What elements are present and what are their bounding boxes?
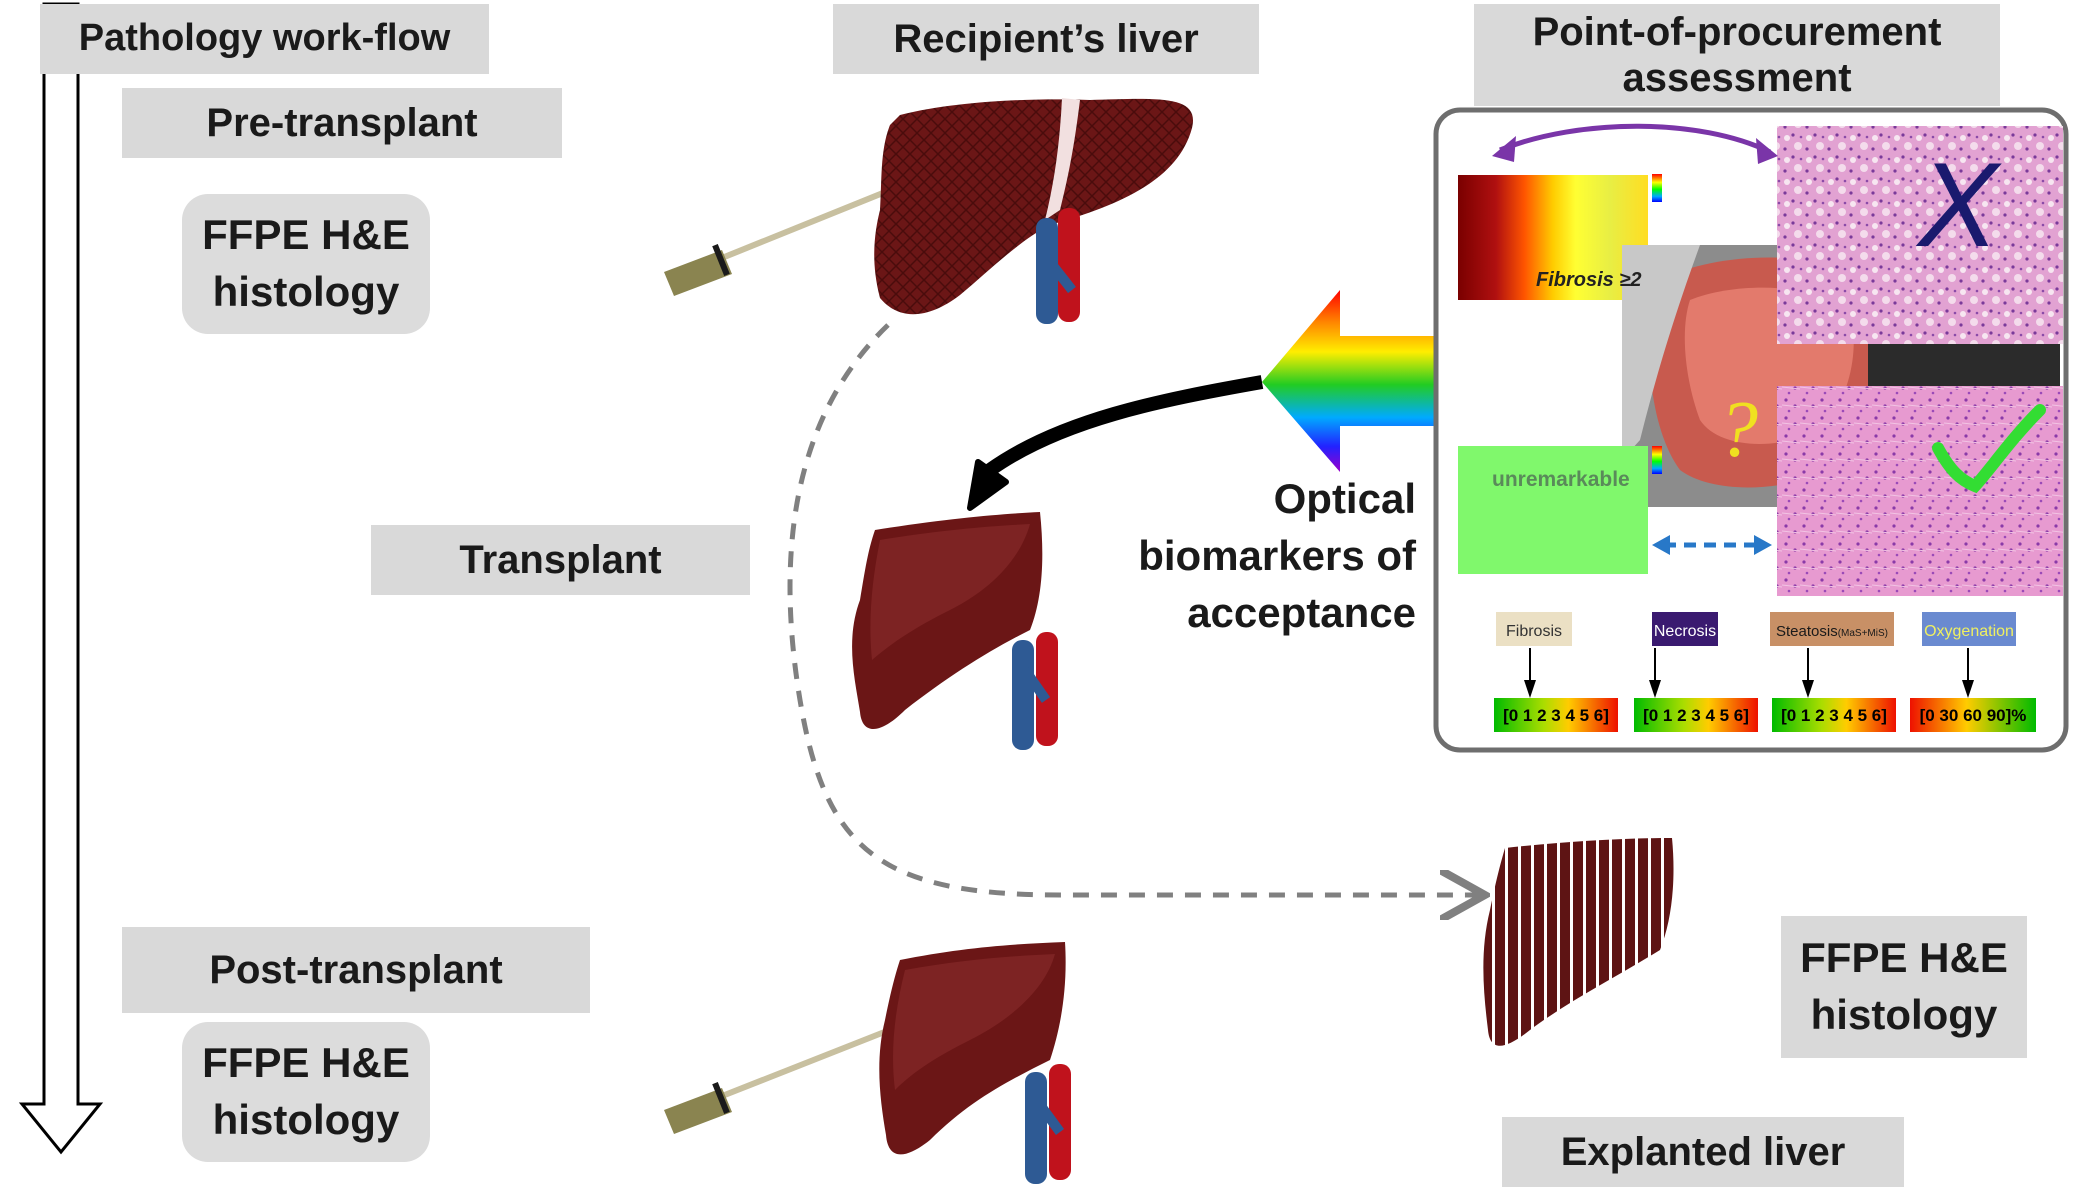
pre-transplant-label: Pre-transplant: [122, 88, 562, 158]
post-transplant-label: Post-transplant: [122, 927, 590, 1013]
scale-name-steatosis: Steatosis(MaS+MiS): [1776, 623, 1888, 640]
explant-dashed-arrow: [787, 323, 1480, 895]
explanted-liver-label: Explanted liver: [1502, 1117, 1904, 1187]
workflow-label: Pathology work-flow: [40, 4, 489, 74]
scale-bars: [1494, 612, 2036, 732]
histology-explanted-badge: FFPE H&E histology: [1781, 916, 2027, 1058]
scale-name-oxygenation: Oxygenation: [1924, 623, 2014, 640]
histology-post-badge: FFPE H&E histology: [182, 1022, 430, 1162]
histology-pre-badge: FFPE H&E histology: [182, 194, 430, 334]
scale-name-steatosis-sub: (MaS+MiS): [1838, 628, 1888, 639]
fibrosis-colorbar: [1652, 174, 1662, 202]
check-mark-icon: [1932, 404, 2046, 494]
workflow-timeline-arrow: [18, 2, 104, 1155]
healthy-tissue-image: [1777, 386, 2063, 596]
fibrosis-map-text: Fibrosis ≥2: [1536, 269, 1641, 291]
transplant-liver-icon: [852, 512, 1058, 750]
scale-name-steatosis-main: Steatosis: [1776, 623, 1838, 640]
scale-name-fibrosis: Fibrosis: [1506, 623, 1562, 640]
scale-values-fibrosis: [0 1 2 3 4 5 6]: [1503, 706, 1609, 725]
scale-values-oxygenation: [0 30 60 90]%: [1920, 706, 2027, 725]
reject-mark: X: [1915, 138, 2002, 272]
optical-biomarkers-text: Optical biomarkers of acceptance: [1138, 475, 1416, 637]
point-of-procurement-label: Point-of-procurement assessment: [1474, 4, 2000, 106]
unremarkable-map-text: unremarkable: [1492, 468, 1630, 491]
transplant-black-arrow: [967, 375, 1264, 511]
scale-values-steatosis: [0 1 2 3 4 5 6]: [1781, 706, 1887, 725]
unremarkable-colorbar: [1652, 446, 1662, 474]
fibrosis-map: [1458, 175, 1648, 300]
scale-values-necrosis: [0 1 2 3 4 5 6]: [1643, 706, 1749, 725]
scale-name-necrosis: Necrosis: [1654, 623, 1716, 640]
recipients-liver-label: Recipient’s liver: [833, 4, 1259, 74]
fibrotic-tissue-image: [1777, 126, 2063, 344]
explanted-liver-icon: [1483, 838, 1674, 1046]
post-transplant-liver-icon: [879, 942, 1071, 1184]
purple-double-arrow: [1492, 123, 1778, 164]
unremarkable-map: [1458, 446, 1648, 574]
transplant-label: Transplant: [371, 525, 750, 595]
unknown-mark: ?: [1718, 386, 1758, 474]
recipients-liver-icon: [874, 98, 1194, 324]
blue-dashed-double-arrow: [1652, 535, 1772, 555]
